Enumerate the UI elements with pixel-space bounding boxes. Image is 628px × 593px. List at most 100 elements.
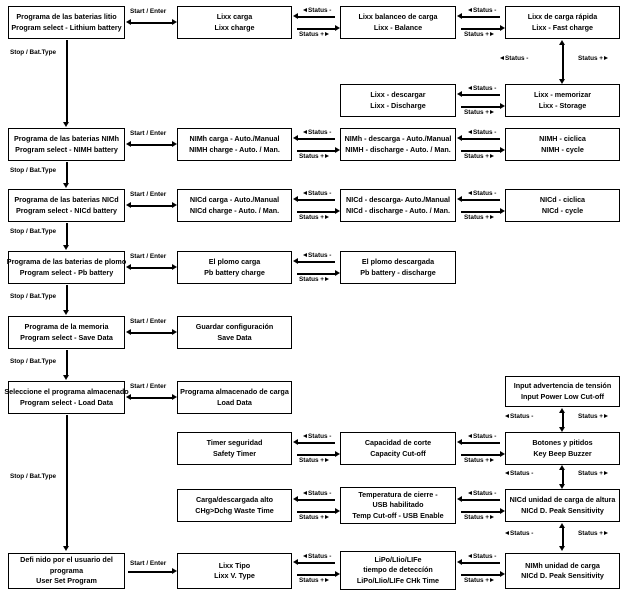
triangle-right-icon [490,578,495,583]
connector-save-to-load [66,350,68,376]
connector-nimh-select-to-charge [130,144,173,146]
box-nimh-charge-es: NIMh carga - Auto./Manual [189,134,280,144]
label-status-minus: Status - [500,55,528,62]
box-nimh-charge[interactable]: NIMh carga - Auto./Manual NIMH charge - … [177,128,292,161]
label-status-plus: Status + [578,413,609,420]
box-safety-timer-en: Safety Timer [212,448,256,458]
box-save-data-select-en: Program select - Save Data [20,332,113,342]
triangle-right-icon [490,32,495,37]
box-lithium-select[interactable]: Programa de las baterias litio Program s… [8,6,125,39]
box-load-data-select[interactable]: Seleccione el programa almacenado Progra… [4,381,129,414]
box-nicd-peak-es: NICd unidad de carga de altura [509,495,616,505]
connector-nimh-charge-to-discharge-bottom [297,150,335,152]
box-key-beep-buzzer[interactable]: Botones y pitidos Key Beep Buzzer [505,432,620,465]
box-nimh-cycle[interactable]: NIMH - ciclica NIMH - cycle [505,128,620,161]
arrowhead-left [457,13,462,19]
connector-lixxtype-to-lipo-bottom [297,574,335,576]
label-status-minus: Status - [468,433,496,440]
connector-beep-to-nicdpeak [562,469,564,485]
box-nicd-charge[interactable]: NICd carga - Auto./Manual NICd charge - … [177,189,292,222]
box-nicd-select-es: Programa de las baterias NICd [14,195,119,205]
connector-pb-to-save [66,285,68,311]
label-status-minus: Status - [303,129,331,136]
box-pb-select-es: Programa de las baterias de plomo [6,257,127,267]
triangle-left-icon [468,434,472,439]
arrowhead-left [293,439,298,445]
box-safety-timer[interactable]: Timer seguridad Safety Timer [177,432,292,465]
label-start-enter: Start / Enter [130,318,167,325]
box-pb-discharge[interactable]: El plomo descargada Pb battery - dischar… [340,251,456,284]
box-lixx-v-type[interactable]: Lixx Tipo Lixx V. Type [177,553,292,589]
arrowhead-down [63,183,69,188]
box-nimh-peak-en: NICd D. Peak Sensitivity [521,571,604,580]
arrowhead-down [559,79,565,84]
box-lixx-storage[interactable]: Lixx - memorizar Lixx - Storage [505,84,620,117]
triangle-right-icon [325,277,330,282]
label-start-enter: Start / Enter [130,8,167,15]
connector-lipo-to-nimhpeak-bottom [461,574,500,576]
label-status-plus: Status + [464,31,495,38]
box-temp-cutoff-usb-es2: USB habilitado [372,500,424,510]
triangle-right-icon [325,458,330,463]
connector-nimh-to-nicd [66,162,68,184]
arrowhead-left [293,258,298,264]
box-save-data-select-es: Programa de la memoria [24,322,109,332]
connector-capacity-to-beep-top [461,442,500,444]
box-lixx-charge[interactable]: Lixx carga Lixx charge [177,6,292,39]
label-stop-bat-type: Stop / Bat.Type [10,167,57,174]
arrowhead-left [457,135,462,141]
box-load-data[interactable]: Programa almacenado de carga Load Data [177,381,292,414]
box-waste-time[interactable]: Carga/descargada alto CHg>Dchg Waste Tim… [177,489,292,522]
box-input-power-cutoff[interactable]: Input advertencia de tensión Input Power… [505,376,620,407]
triangle-right-icon [604,471,609,476]
box-nimh-select[interactable]: Programa de las baterias NIMh Program se… [8,128,125,161]
triangle-left-icon [505,531,509,536]
connector-nicd-charge-to-discharge-bottom [297,211,335,213]
box-lixx-discharge[interactable]: Lixx - descargar Lixx - Discharge [340,84,456,117]
triangle-right-icon [325,154,330,159]
label-status-plus: Status + [299,276,330,283]
box-safety-timer-es: Timer seguridad [206,438,263,448]
label-status-plus: Status + [464,109,495,116]
box-lixx-fast-charge[interactable]: Lixx de carga rápida Lixx - Fast charge [505,6,620,39]
box-nicd-peak[interactable]: NICd unidad de carga de altura NICd D. P… [505,489,620,522]
box-save-data[interactable]: Guardar configuración Save Data [177,316,292,349]
arrowhead-right [335,208,340,214]
arrowhead-left [293,135,298,141]
box-pb-select[interactable]: Programa de las baterias de plomo Progra… [6,251,127,284]
arrowhead-right [500,451,505,457]
box-input-power-cutoff-en: Input Power Low Cut-off [520,391,605,401]
label-stop-bat-type: Stop / Bat.Type [10,228,57,235]
arrowhead-left [293,196,298,202]
box-pb-charge[interactable]: El plomo carga Pb battery charge [177,251,292,284]
connector-userset-to-lixxtype [128,571,173,573]
box-save-data-select[interactable]: Programa de la memoria Program select - … [8,316,125,349]
box-lipo-chk-time[interactable]: LiPo/LIio/LIFe tiempo de deteccíón LiPo/… [340,551,456,590]
box-lipo-chk-time-en: LiPo/LIio/LIFe CHk Time [356,575,440,585]
box-lixx-balance[interactable]: Lixx balanceo de carga Lixx - Balance [340,6,456,39]
label-start-enter: Start / Enter [130,383,167,390]
box-lixx-discharge-es: Lixx - descargar [370,90,426,100]
box-nimh-peak[interactable]: NIMh unidad de carga NICd D. Peak Sensit… [505,553,620,589]
box-load-data-select-en: Program select - Load Data [19,397,114,407]
box-lixx-charge-en: Lixx charge [214,22,255,32]
arrowhead-left [293,496,298,502]
box-nicd-discharge[interactable]: NICd - descarga- Auto./Manual NICd - dis… [340,189,456,222]
box-nicd-cycle[interactable]: NICd - ciclica NICd - cycle [505,189,620,222]
triangle-left-icon [500,56,504,61]
connector-nimh-discharge-to-cycle-top [461,138,500,140]
box-capacity-cutoff-es: Capacidad de corte [364,438,432,448]
box-user-set-program[interactable]: Defi nido por el usuario del programa Us… [8,553,125,589]
label-status-plus: Status + [299,153,330,160]
box-capacity-cutoff[interactable]: Capacidad de corte Capacity Cut-off [340,432,456,465]
box-nimh-discharge-en: NIMH - discharge - Auto. / Man. [345,144,451,154]
box-nicd-select[interactable]: Programa de las baterias NICd Program se… [8,189,125,222]
box-temp-cutoff-usb[interactable]: Temperatura de cierre - USB habilitado T… [340,487,456,524]
triangle-left-icon [468,554,472,559]
box-nimh-discharge[interactable]: NIMh - descarga - Auto./Manual NIMH - di… [340,128,456,161]
box-nimh-discharge-es: NIMh - descarga - Auto./Manual [344,134,452,144]
connector-lithium-to-nimh [66,40,68,123]
triangle-left-icon [505,471,509,476]
arrowhead-left [457,496,462,502]
triangle-left-icon [303,491,307,496]
